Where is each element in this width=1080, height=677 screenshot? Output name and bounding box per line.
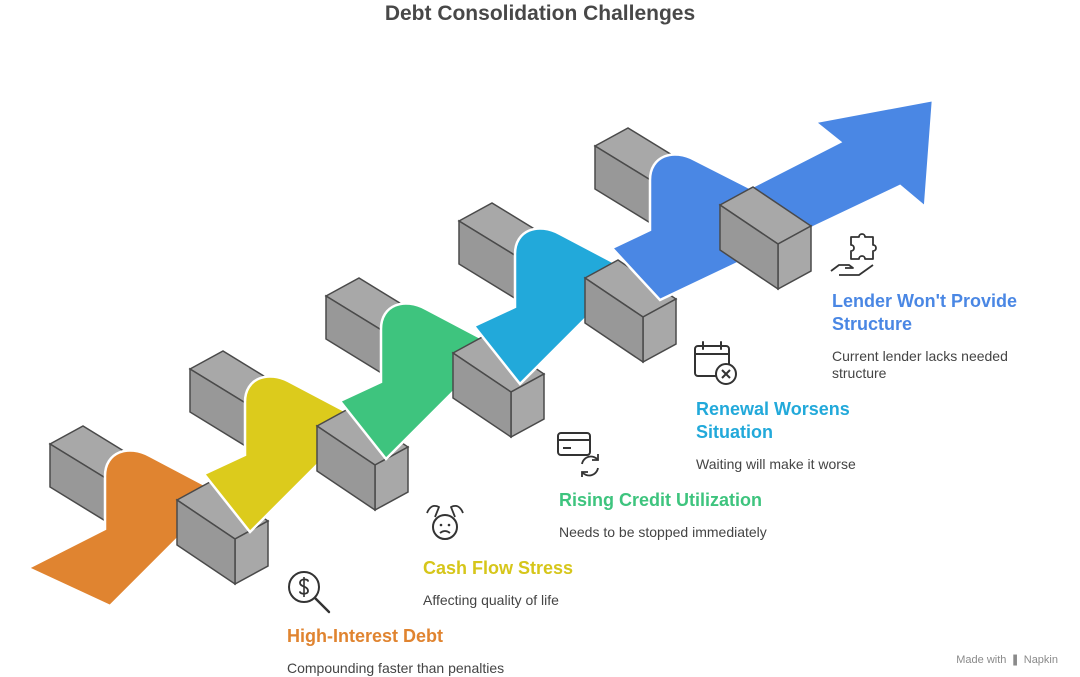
step-description: Waiting will make it worse: [696, 456, 856, 472]
step-5-segment: [593, 98, 935, 302]
ribbon: [472, 227, 635, 386]
step-cash-flow-stress: Cash Flow Stress Affecting quality of li…: [423, 557, 743, 609]
made-with-footer: Made with ❚ Napkin: [956, 653, 1058, 666]
page-title: Debt Consolidation Challenges: [384, 2, 696, 25]
block-front: [719, 203, 779, 291]
step-title: Lender Won't Provide Structure: [832, 291, 1017, 334]
step-lender-wont-provide-structure: Lender Won't Provide Structure Current l…: [832, 290, 1032, 382]
step-high-interest-debt: High-Interest Debt Compounding faster th…: [287, 625, 607, 677]
step-3-segment: [324, 277, 546, 461]
step-description: Current lender lacks needed structure: [832, 348, 1008, 381]
napkin-logo-icon: ❚: [1010, 654, 1020, 666]
block-front: [316, 424, 376, 512]
block-front: [452, 351, 512, 439]
step-description: Needs to be stopped immediately: [559, 524, 767, 540]
step-title: Renewal Worsens Situation: [696, 399, 850, 442]
calendar-cancel-icon: [694, 341, 737, 385]
ribbon: [202, 375, 365, 534]
step-1-segment: [25, 425, 270, 608]
step-rising-credit-utilization: Rising Credit Utilization Needs to be st…: [559, 489, 889, 541]
stressed-face-icon: [426, 504, 464, 540]
ribbon: [338, 302, 501, 461]
step-title: High-Interest Debt: [287, 626, 444, 646]
step-description: Compounding faster than penalties: [287, 660, 505, 676]
block-front: [584, 276, 644, 364]
dollar-search-icon: [288, 571, 331, 614]
card-refresh-icon: [557, 432, 599, 477]
block-front: [176, 498, 236, 586]
hand-puzzle-icon: [830, 233, 877, 276]
step-title: Rising Credit Utilization: [559, 490, 763, 510]
ribbon: [25, 449, 225, 608]
step-4-segment: [457, 202, 678, 386]
step-description: Affecting quality of life: [423, 592, 559, 608]
step-renewal-worsens-situation: Renewal Worsens Situation Waiting will m…: [696, 398, 871, 473]
footer-prefix: Made with: [956, 654, 1007, 666]
footer-brand: Napkin: [1023, 654, 1058, 666]
step-title: Cash Flow Stress: [423, 558, 574, 578]
